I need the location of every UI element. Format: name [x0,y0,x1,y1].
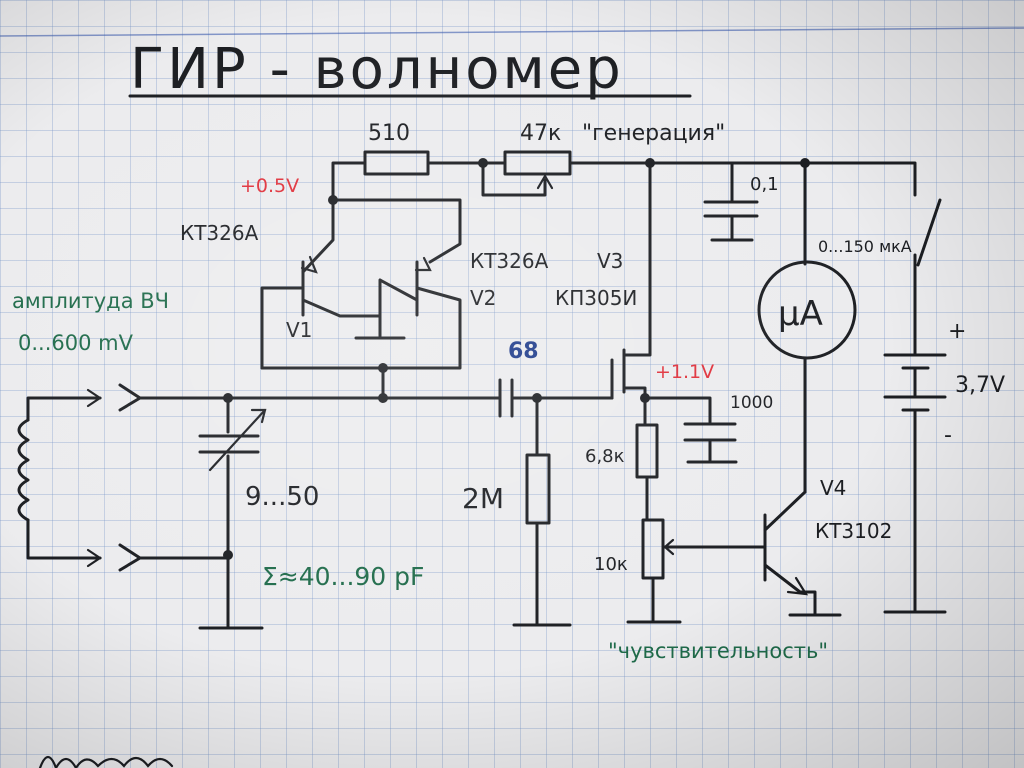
variable-capacitor [198,396,267,630]
label-cap-68: 68 [508,339,539,364]
label-kt326a-left: КТ326А [180,221,259,245]
label-v2: V2 [470,286,496,310]
resistor-6-8k [635,423,659,522]
junction-node [645,158,655,168]
label-cap-01: 0,1 [750,174,779,195]
transistor-v1 [260,198,382,370]
label-r-47k: 47к [520,121,561,146]
label-battery-voltage: 3,7V [955,373,1005,398]
transistor-v2 [260,198,462,370]
top-rail [331,161,917,202]
label-generation: "генерация" [582,121,725,146]
label-amplitude-range: 0...600 mV [18,331,134,355]
input-connector-top [118,383,142,412]
battery [883,353,947,614]
label-battery-minus: - [944,423,952,448]
label-r-10k: 10к [594,554,628,575]
label-var-cap: 9...50 [245,482,319,512]
cut-off-scribble [38,755,174,768]
label-meter-range: 0...150 мкА [818,237,912,256]
label-v1: V1 [286,318,312,342]
label-voltage-11: +1.1V [655,361,714,383]
ground-v1-v2 [354,314,406,340]
potentiometer-47k [481,150,572,197]
label-kp305i: КП305И [555,286,637,310]
junction-node [378,363,388,373]
junction-node [223,550,233,560]
label-kt3102: КТ3102 [815,519,892,543]
label-sum-capacitance: Σ≈40...90 pF [262,562,424,591]
label-kt326a-right: КТ326А [470,249,549,273]
label-sensitivity: "чувствительность" [608,639,828,663]
label-battery-plus: + [948,319,966,344]
label-v4: V4 [820,476,846,500]
potentiometer-10k [626,518,767,624]
label-r-6-8k: 6,8к [585,446,625,467]
capacitor-01 [703,161,759,242]
microammeter [757,260,857,360]
input-connector-bottom [118,543,142,572]
inductor-coil [17,388,102,568]
meter-symbol: µA [778,294,823,334]
label-voltage-05: +0.5V [240,175,299,197]
power-switch [913,198,942,357]
diagram-title: ГИР - волномер [130,37,624,102]
label-v3: V3 [597,249,623,273]
resistor-510 [363,150,430,176]
transistor-v4 [763,490,842,617]
capacitor-1000 [643,396,738,464]
label-amplitude: амплитуда ВЧ [12,289,169,313]
label-r-2m: 2M [462,482,504,515]
mosfet-v3 [610,161,652,427]
junction-node [800,158,810,168]
notebook-margin-line [0,27,1024,37]
junction-node [478,158,488,168]
resistor-2m [512,396,572,627]
label-cap-1000: 1000 [730,393,773,413]
capacitor-68 [498,378,614,418]
label-r-510: 510 [368,121,410,146]
